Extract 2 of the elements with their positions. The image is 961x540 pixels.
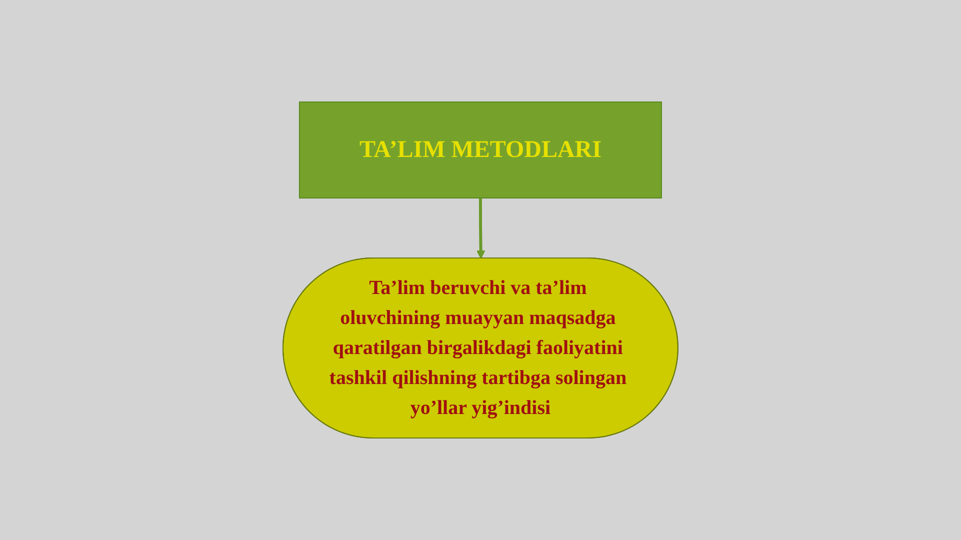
arrow bbox=[476, 198, 486, 259]
node-box: TA’LIM METODLARI bbox=[299, 102, 662, 198]
